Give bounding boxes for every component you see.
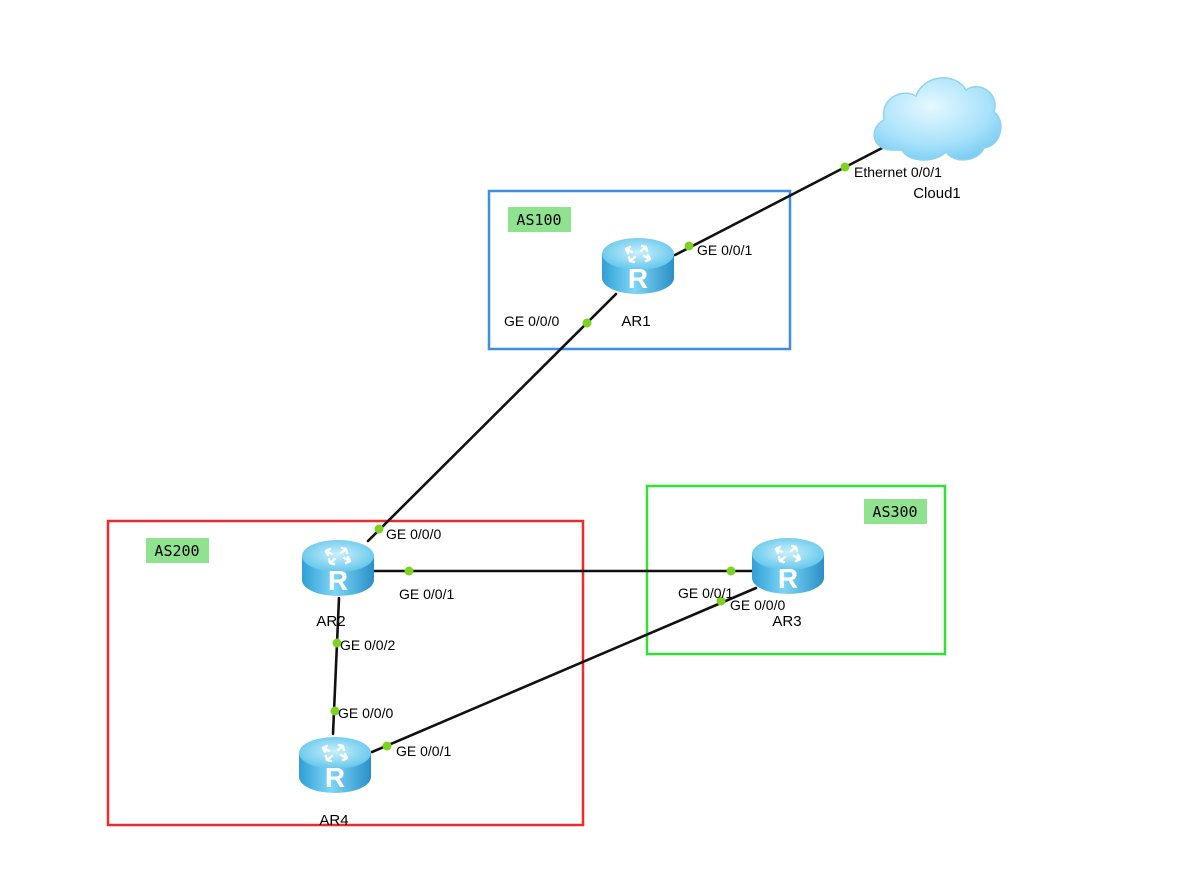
router-icon bbox=[750, 536, 826, 596]
as300-label-text: AS300 bbox=[872, 503, 917, 521]
ar2-label: AR2 bbox=[316, 613, 345, 630]
cloud-icon bbox=[873, 77, 1002, 161]
port-dot-ar1-ge000 bbox=[582, 318, 592, 328]
port-label-cloud1-eth001: Ethernet 0/0/1 bbox=[854, 164, 942, 180]
port-dot-ar3-ge001 bbox=[726, 566, 736, 576]
port-label-ar3-ge000: GE 0/0/0 bbox=[730, 597, 785, 613]
link-ar1-ar2[interactable] bbox=[366, 292, 618, 543]
port-dot-ar2-ge001 bbox=[404, 566, 414, 576]
port-dot-ar1-ge001 bbox=[684, 241, 694, 251]
ar4-label: AR4 bbox=[319, 812, 348, 829]
as300-label-bg bbox=[864, 499, 927, 524]
ar3-node[interactable]: AR3 bbox=[750, 536, 826, 630]
as100-area-border bbox=[487, 189, 792, 351]
ar2-node[interactable]: AR2 bbox=[300, 538, 376, 630]
port-dot-ar2-ge000 bbox=[374, 524, 384, 534]
router-icon bbox=[300, 538, 376, 598]
port-dot-cloud1-eth001 bbox=[840, 162, 850, 172]
as200-label: AS200 bbox=[146, 538, 209, 563]
port-dot-ar4-ge001 bbox=[382, 741, 392, 751]
cloud1-label: Cloud1 bbox=[913, 185, 961, 202]
as200-label-bg bbox=[146, 538, 209, 563]
port-label-ar2-ge001: GE 0/0/1 bbox=[399, 586, 454, 602]
as100-label-bg bbox=[508, 207, 571, 232]
ar1-label: AR1 bbox=[621, 313, 650, 330]
router-icon bbox=[297, 735, 373, 795]
ar1-node[interactable]: AR1 bbox=[600, 236, 676, 330]
port-dot-ar3-ge000 bbox=[716, 596, 726, 606]
port-label-ar4-ge001: GE 0/0/1 bbox=[396, 743, 451, 759]
port-label-ar2-ge000: GE 0/0/0 bbox=[386, 526, 441, 542]
port-label-ar1-ge001: GE 0/0/1 bbox=[697, 242, 752, 258]
as200-area-border bbox=[106, 519, 585, 827]
as300-label: AS300 bbox=[864, 499, 927, 524]
port-label-ar2-ge002: GE 0/0/2 bbox=[340, 637, 395, 653]
ar4-node[interactable]: AR4 bbox=[297, 735, 373, 829]
as100-label-text: AS100 bbox=[516, 211, 561, 229]
as100-label: AS100 bbox=[508, 207, 571, 232]
cloud1-node[interactable]: Cloud1 bbox=[873, 77, 1002, 202]
port-dot-ar2-ge002 bbox=[332, 638, 342, 648]
port-label-ar1-ge000: GE 0/0/0 bbox=[504, 313, 559, 329]
port-label-ar4-ge000: GE 0/0/0 bbox=[338, 705, 393, 721]
port-dot-ar4-ge000 bbox=[330, 706, 340, 716]
as200-label-text: AS200 bbox=[154, 542, 199, 560]
port-label-ar3-ge001: GE 0/0/1 bbox=[678, 585, 733, 601]
link-cloud1-ar1[interactable] bbox=[673, 144, 888, 257]
ar3-label: AR3 bbox=[772, 613, 801, 630]
link-ar4-ar3[interactable] bbox=[370, 586, 758, 754]
router-icon bbox=[600, 236, 676, 296]
